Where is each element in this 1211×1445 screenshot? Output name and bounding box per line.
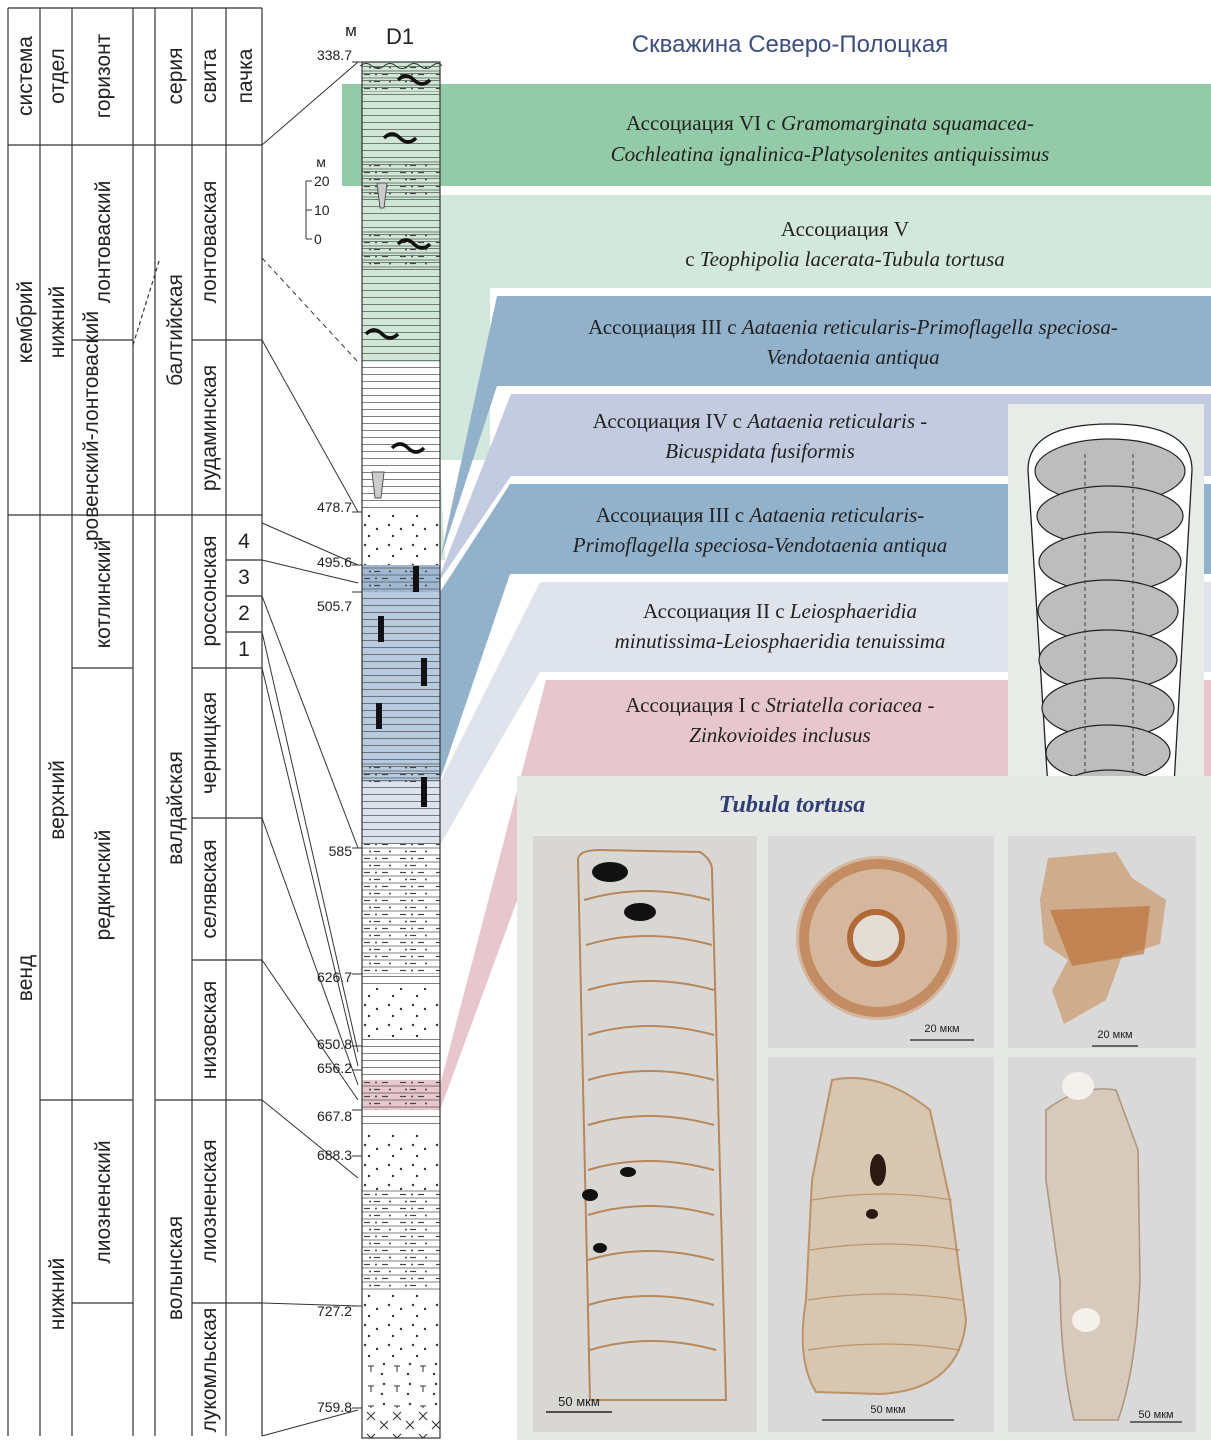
association-6-line2: Cochleatina ignalinica-Platysolenites an…	[611, 142, 1050, 166]
column-labels: система отдел горизонт серия свита пачка…	[14, 33, 257, 1432]
association-1-line1: Ассоциация I с Striatella coriacea -	[626, 693, 935, 717]
horizon-rovno-lontova: ровенский-лонтоваский	[80, 311, 103, 541]
association-1-line2: Zinkovioides inclusus	[689, 723, 870, 747]
formation-selyava: селявская	[198, 839, 221, 938]
formation-chernitsa: черницкая	[198, 692, 221, 794]
band-association-5	[490, 195, 1211, 288]
depth-label: 759.8	[317, 1399, 352, 1415]
scale-label: 50 мкм	[1138, 1409, 1173, 1421]
vertical-scale-bar	[306, 181, 312, 239]
micrograph-panel: Tubula tortusa 50 мкм 20 мкм 20 мкм	[517, 776, 1211, 1440]
depth-unit: м	[345, 21, 357, 40]
depth-label: 585	[329, 843, 353, 859]
association-3a-line1: Ассоциация III с Aataenia reticularis-Pr…	[588, 315, 1118, 339]
depth-label: 656.2	[317, 1060, 352, 1076]
species-title: Tubula tortusa	[719, 792, 866, 818]
association-3b-line2: Primoflagella speciosa-Vendotaenia antiq…	[572, 533, 947, 557]
series-baltic: балтийская	[164, 274, 187, 386]
header-series: серия	[164, 48, 187, 105]
band-association-3a	[497, 296, 1211, 386]
scale-tick: 20	[314, 173, 330, 189]
scale-unit: м	[316, 154, 326, 170]
micrograph-1	[533, 836, 757, 1432]
depth-label: 667.8	[317, 1108, 352, 1124]
formation-nizovo: низовская	[198, 981, 221, 1080]
division-upper-vendian: верхний	[46, 760, 69, 840]
depth-label: 626.7	[317, 969, 352, 985]
strat-table	[8, 8, 262, 1436]
depth-ticks	[352, 62, 362, 1408]
series-valdai: валдайская	[164, 751, 187, 865]
depth-label: 505.7	[317, 598, 352, 614]
depth-label: 495.6	[317, 554, 352, 570]
scale-tick: 0	[314, 231, 322, 247]
page-title: Скважина Северо-Полоцкая	[632, 31, 948, 58]
association-5-line2: с Teophipolia lacerata-Tubula tortusa	[685, 247, 1005, 271]
band-association-6	[342, 84, 1211, 186]
header-member: пачка	[234, 48, 257, 103]
formation-lukoml: лукомльская	[198, 1308, 221, 1433]
header-division: отдел	[46, 48, 69, 104]
member-1: 1	[238, 638, 250, 661]
series-volyn: волынская	[164, 1216, 187, 1320]
member-4: 4	[238, 530, 250, 553]
formation-rudamina: рудаминская	[198, 365, 221, 491]
scale-label: 20 мкм	[924, 1023, 959, 1035]
division-lower-vendian: нижний	[46, 1258, 69, 1330]
scale-label: 20 мкм	[1097, 1029, 1132, 1041]
header-horizon: горизонт	[92, 33, 115, 118]
horizon-lontova: лонтоваский	[92, 181, 115, 304]
association-2-line2: minutissima-Leiosphaeridia tenuissima	[615, 629, 946, 653]
depth-label: 478.7	[317, 499, 352, 515]
depth-label: 650.8	[317, 1036, 352, 1052]
depth-label: 727.2	[317, 1303, 352, 1319]
correlation-lines	[262, 62, 358, 1436]
formation-liozno: лиозненская	[198, 1139, 221, 1262]
association-5-line1: Ассоциация V	[781, 217, 909, 241]
association-2-line1: Ассоциация II с Leiosphaeridia	[643, 599, 917, 623]
scale-label: 50 мкм	[870, 1404, 905, 1416]
scale-tick: 10	[314, 202, 330, 218]
system-cambrian: кембрий	[14, 281, 37, 363]
formation-rosson: россонская	[198, 535, 221, 646]
association-4-line2: Bicuspidata fusiformis	[665, 439, 855, 463]
depth-label: 338.7	[317, 47, 352, 63]
depth-label: 688.3	[317, 1147, 352, 1163]
header-formation: свита	[198, 48, 221, 103]
horizon-kotlin: котлинский	[92, 540, 115, 649]
scale-label: 50 мкм	[558, 1394, 600, 1409]
member-2: 2	[238, 602, 250, 625]
horizon-liozno: лиозненский	[92, 1140, 115, 1263]
well-label: D1	[386, 24, 414, 49]
member-3: 3	[238, 566, 250, 589]
division-lower-cambrian: нижний	[46, 286, 69, 358]
association-6-line1: Ассоциация VI с Gramomarginata squamacea…	[626, 111, 1034, 135]
horizon-redkino: редкинский	[92, 830, 115, 941]
lithology-column	[360, 62, 442, 1438]
association-4-line1: Ассоциация IV с Aataenia reticularis -	[593, 409, 928, 433]
association-3b-line1: Ассоциация III с Aataenia reticularis-	[596, 503, 925, 527]
association-3a-line2: Vendotaenia antiqua	[766, 345, 939, 369]
system-vendian: венд	[14, 955, 37, 1001]
formation-lontova: лонтоваская	[198, 181, 221, 304]
header-system: система	[14, 36, 37, 116]
